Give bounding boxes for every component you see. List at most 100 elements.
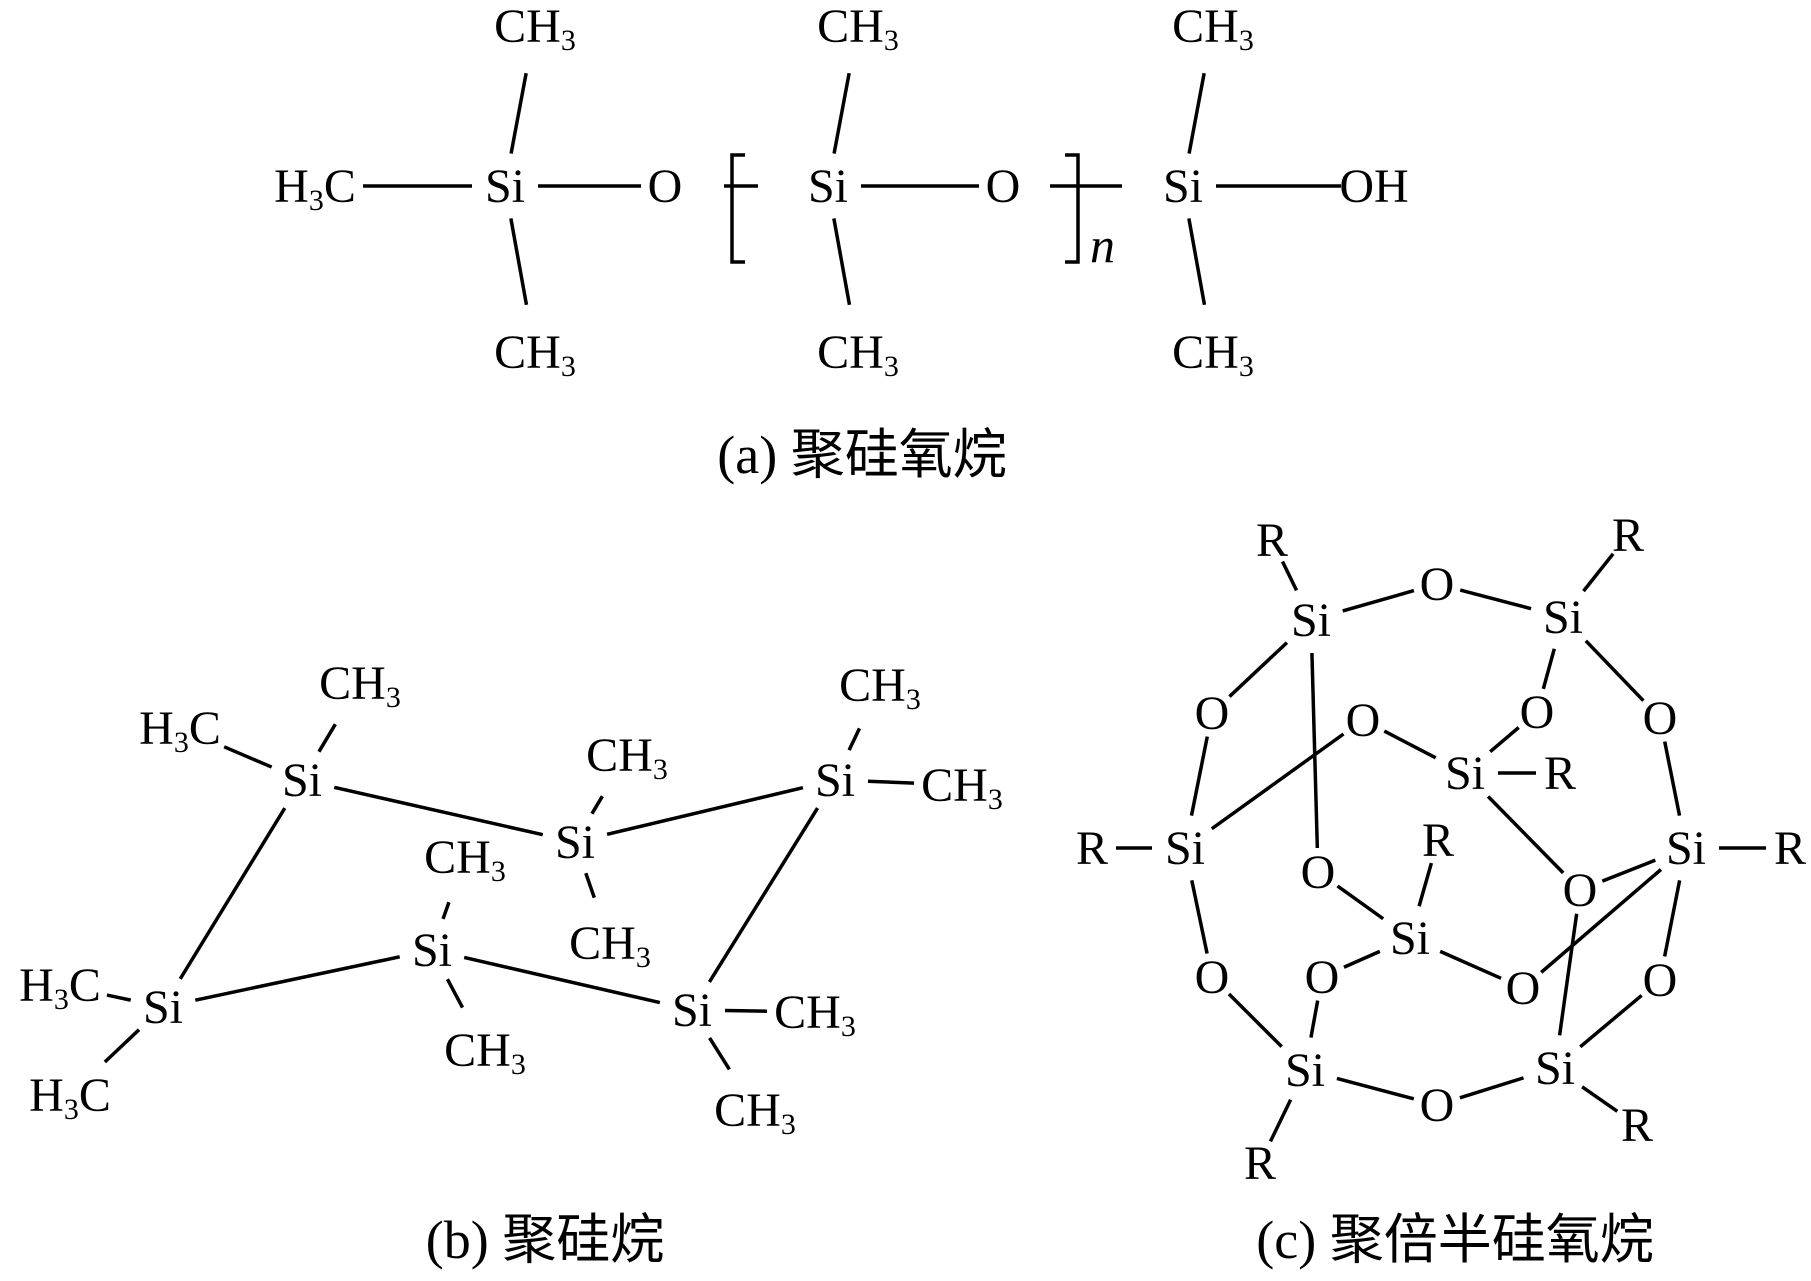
repeat-subscript: n <box>1090 217 1115 273</box>
atom-b_si3: Si <box>815 754 855 807</box>
atom-c_o7: O <box>1563 864 1598 917</box>
atom-b_si6: Si <box>672 984 712 1037</box>
bond-c_si6-c_o9 <box>1343 949 1381 969</box>
atom-b_si6_ch3b: CH3 <box>714 1084 796 1141</box>
bond-b_si4-b_si4_h3ca <box>106 993 132 1002</box>
atom-b_si3_ch3a: CH3 <box>839 659 921 716</box>
atom-b_si5: Si <box>412 924 452 977</box>
bond-a_si3-a_ch3_5 <box>1187 72 1206 154</box>
atom-c_r7: R <box>1244 1137 1276 1190</box>
bond-b_si4-b_si4_h3cb <box>103 1028 141 1064</box>
bond-b_si1-b_si1_ch3 <box>317 723 337 753</box>
bond-a_si1-a_ch3_1 <box>509 72 528 154</box>
bond-b_si3-b_si6 <box>707 807 820 983</box>
atom-c_o11: O <box>1643 954 1678 1007</box>
atom-c_o12: O <box>1420 1079 1455 1132</box>
atom-c_r8: R <box>1621 1099 1653 1152</box>
atom-c_o10: O <box>1506 962 1541 1015</box>
atom-c_r6: R <box>1422 814 1454 867</box>
atom-b_si4: Si <box>143 981 183 1034</box>
bond-c_o10-c_si5 <box>1540 868 1663 974</box>
caption-c: (c) 聚倍半硅氧烷 <box>1256 1210 1653 1270</box>
bond-b_si5-b_si6 <box>463 955 661 1005</box>
bonds <box>103 72 1766 1143</box>
bond-b_si6-b_si6_ch3b <box>708 1036 731 1071</box>
atom-a_ch3_6: CH3 <box>1172 326 1254 383</box>
atom-c_r5: R <box>1774 822 1806 875</box>
atom-b_si4_h3cb: H3C <box>29 1069 111 1126</box>
atom-c_si3: Si <box>1445 747 1485 800</box>
atom-a_ch3_3: CH3 <box>817 0 899 57</box>
atom-c_si1: Si <box>1291 594 1331 647</box>
bond-c_si7-c_r7 <box>1268 1098 1293 1143</box>
bond-b_si2-b_si2_ch3b <box>584 872 596 899</box>
atom-a_ch3_2: CH3 <box>494 326 576 383</box>
atom-b_si2_ch3b: CH3 <box>569 917 651 974</box>
bond-c_si7-c_o12 <box>1336 1076 1415 1101</box>
atom-b_si5_ch3b: CH3 <box>444 1024 526 1081</box>
bond-a_si2-a_ch3_4 <box>832 218 852 306</box>
atom-c_o2: O <box>1195 687 1230 740</box>
bond-b_si6-b_si6_ch3a <box>724 1008 768 1013</box>
atom-a_o2: O <box>986 160 1021 213</box>
atom-c_o4: O <box>1520 686 1555 739</box>
atom-b_si5_ch3a: CH3 <box>424 831 506 888</box>
atom-b_si2: Si <box>555 816 595 869</box>
bond-c_si3-c_o7 <box>1486 795 1565 875</box>
atom-c_o6: O <box>1301 846 1336 899</box>
bond-c_si1-c_o2 <box>1228 641 1289 698</box>
bond-b_si1-b_si2 <box>333 785 544 837</box>
atom-a_ch3_1: CH3 <box>494 0 576 57</box>
bond-b_si1-b_si4 <box>178 807 287 980</box>
bond-c_o7-c_si8 <box>1557 913 1579 1036</box>
bond-c_si4-c_o8 <box>1190 879 1209 954</box>
bond-c_si2-c_o5 <box>1584 639 1645 702</box>
atom-c_r1: R <box>1256 514 1288 567</box>
atom-a_h3c: H3C <box>274 160 356 217</box>
atom-c_si6: Si <box>1390 912 1430 965</box>
bond-c_si4-c_o3 <box>1210 732 1345 831</box>
caption-a: (a) 聚硅氧烷 <box>717 425 1006 485</box>
bond-a_si3-a_ch3_6 <box>1187 218 1207 306</box>
left-bracket <box>730 153 745 264</box>
atom-a_si2: Si <box>808 160 848 213</box>
bond-c_o4-c_si3 <box>1489 726 1520 754</box>
bond-c_si1-c_r1 <box>1280 560 1299 592</box>
caption-b: (b) 聚硅烷 <box>426 1210 664 1270</box>
bond-c_o3-c_si3 <box>1383 729 1437 760</box>
atom-c_o3: O <box>1346 694 1381 747</box>
bond-c_si1-c_o1 <box>1342 588 1415 613</box>
atom-c_o8: O <box>1195 951 1230 1004</box>
atom-c_si2: Si <box>1543 591 1583 644</box>
bond-b_si5-b_si5_ch3b <box>445 978 465 1009</box>
bond-b_si3-b_si3_ch3b <box>867 779 915 785</box>
bond-b_si2-b_si3 <box>606 785 804 837</box>
bond-c_si2-c_o4 <box>1541 648 1556 690</box>
bond-c_o6-c_si6 <box>1336 884 1385 921</box>
bond-b_si3-b_si3_ch3a <box>847 727 862 751</box>
bond-a_si2-a_ch3_3 <box>832 72 851 154</box>
bond-c_o1-c_si2 <box>1459 588 1532 611</box>
bond-c_o12-c_si8 <box>1459 1076 1525 1100</box>
bond-b_si5-b_si5_ch3a <box>441 901 451 920</box>
atom-c_si8: Si <box>1535 1042 1575 1095</box>
atom-c_r3: R <box>1544 747 1576 800</box>
bond-c_si8-c_r8 <box>1581 1085 1619 1113</box>
atom-a_ch3_5: CH3 <box>1172 0 1254 57</box>
bond-c_si5-c_o11 <box>1662 880 1682 957</box>
bond-c_si2-c_r2 <box>1582 552 1615 593</box>
atom-b_si2_ch3a: CH3 <box>586 729 668 786</box>
atom-c_r4: R <box>1076 822 1108 875</box>
bond-b_si1-b_si1_h3c <box>223 745 273 769</box>
bond-c_o9-c_si7 <box>1309 1000 1320 1038</box>
atom-b_si1_h3c: H3C <box>139 702 221 759</box>
atom-a_si3: Si <box>1163 160 1203 213</box>
atom-a_o1: O <box>648 160 683 213</box>
atom-b_si3_ch3b: CH3 <box>921 759 1003 816</box>
atom-c_si5: Si <box>1666 822 1706 875</box>
atom-b_si4_h3ca: H3C <box>19 959 101 1016</box>
repeat-bracket: n <box>724 153 1122 273</box>
atom-c_o9: O <box>1305 951 1340 1004</box>
bond-b_si4-b_si5 <box>194 955 401 1002</box>
